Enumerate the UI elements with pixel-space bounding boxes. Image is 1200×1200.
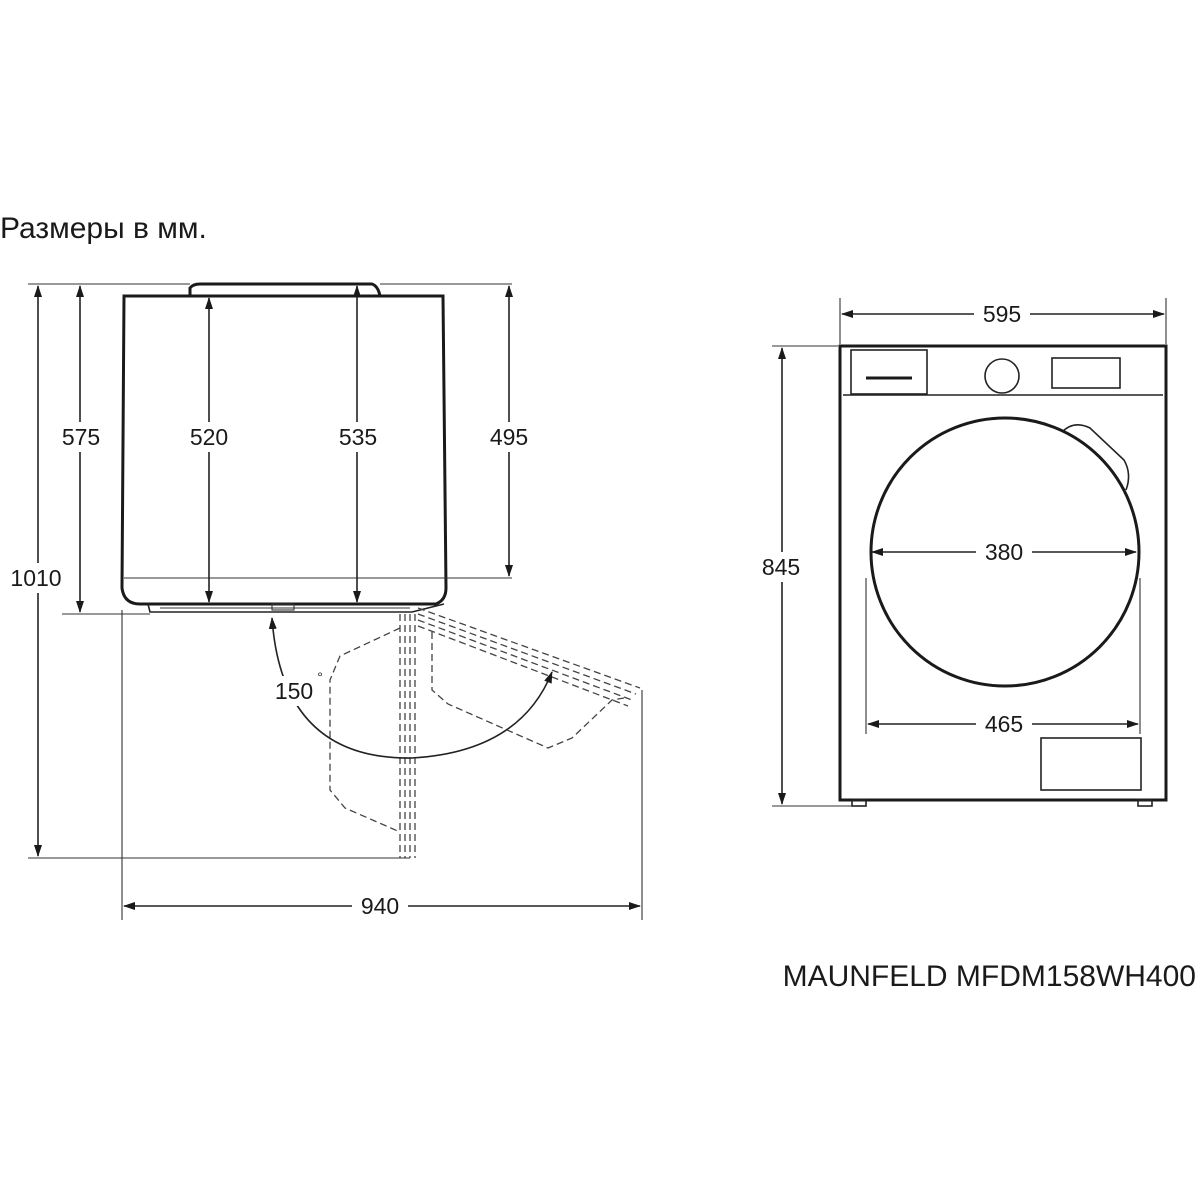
dim-bg-1010 [0,563,70,593]
degree-symbol: ° [317,669,323,685]
dim-bg-150 [268,676,326,706]
front-drawer [850,349,928,395]
dim-bg-520 [184,422,234,452]
dim-bg-575 [56,422,106,452]
front-foot-left [851,799,867,807]
side-top-cap [188,282,382,297]
dim-label-940: 940 [361,893,399,919]
page-title: Размеры в мм. [0,212,207,245]
dim-label-465: 465 [985,711,1023,737]
front-body-outline [838,344,1168,802]
dim-bg-535 [332,422,382,452]
side-view: 1010 575 520 535 495 150 ° 940 [0,282,643,920]
front-foot-right [1137,799,1153,807]
dim-label-535: 535 [339,424,377,450]
dim-label-520: 520 [190,424,228,450]
dim-label-495: 495 [490,424,528,450]
side-door-open-90 [329,614,416,858]
dim-label-595: 595 [983,301,1021,327]
front-extension-lines [772,298,1167,807]
dim-label-150: 150 [275,678,313,704]
dim-label-845: 845 [762,554,800,580]
side-extension-lines [28,283,643,920]
dim-label-1010: 1010 [10,565,61,591]
front-service-panel [1040,737,1142,791]
dim-bg-495 [484,422,534,452]
model-name: MAUNFELD MFDM158WH400 [783,960,1196,993]
dim-label-380: 380 [985,539,1023,565]
front-view: 595 845 380 465 [756,298,1168,807]
side-door-open-150 [417,607,641,749]
dim-bg-380 [976,538,1032,566]
dim-bg-940 [352,892,408,920]
dim-bg-845 [756,552,808,582]
side-door-closed [147,603,445,613]
side-door-hinge [271,603,295,611]
side-body-outline [120,294,448,606]
dim-bg-465 [976,710,1032,738]
program-knob-icon [984,358,1020,394]
front-door-handle [1061,424,1130,491]
dim-bg-595 [974,300,1030,328]
dim-label-575: 575 [62,424,100,450]
front-display [1051,357,1121,389]
